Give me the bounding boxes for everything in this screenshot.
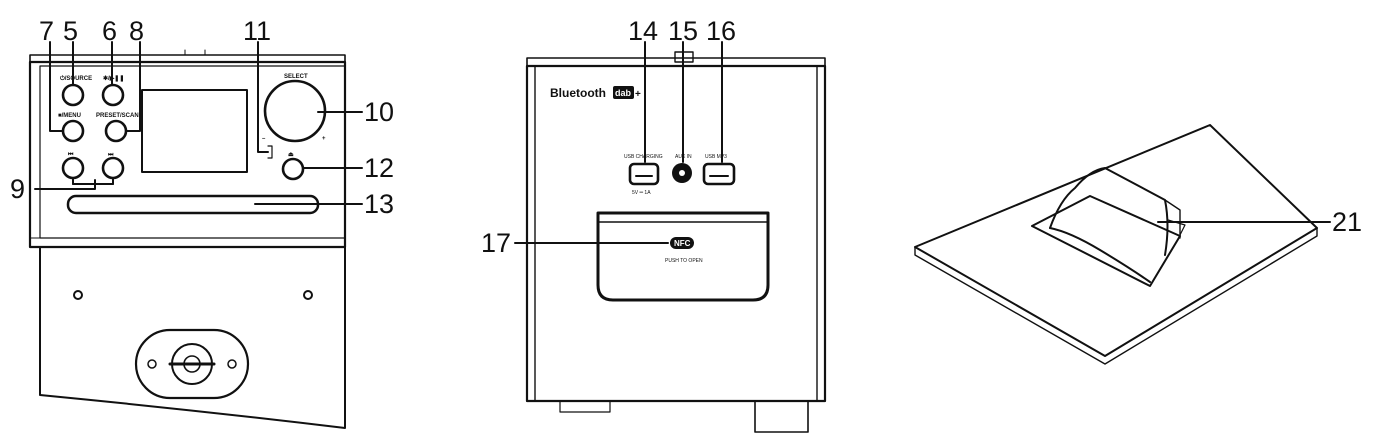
aux-in-hole xyxy=(679,170,685,176)
front-lower-body xyxy=(39,246,346,429)
prev-icon: ⏮ xyxy=(68,152,74,158)
back-foot xyxy=(754,400,809,433)
stand-plate xyxy=(914,124,1318,357)
preset-scan-label: PRESET/SCAN xyxy=(96,113,139,119)
minus-label: – xyxy=(262,136,266,142)
screw-right-icon xyxy=(303,290,313,300)
callout-8: 8 xyxy=(129,16,144,46)
next-button[interactable] xyxy=(101,156,125,180)
leader-7 xyxy=(49,41,64,132)
callout-21: 21 xyxy=(1332,207,1362,237)
select-label: SELECT xyxy=(284,74,308,80)
bt-play-label: ✱/▶❚❚ xyxy=(103,75,124,82)
callout-14: 14 xyxy=(628,16,658,46)
lcd-display xyxy=(141,89,248,173)
dock-stand-view: 21 xyxy=(914,124,1362,365)
nfc-logo: NFC xyxy=(674,239,691,248)
previous-button[interactable] xyxy=(61,156,85,180)
front-view: ⏻/SOURCE ✱/▶❚❚ ■/MENU PRESET/SCAN SELECT… xyxy=(10,16,394,429)
back-body xyxy=(525,64,827,403)
nfc-door[interactable] xyxy=(596,211,770,302)
cradle-side xyxy=(1164,199,1181,239)
callout-12: 12 xyxy=(364,153,394,183)
front-top-rim xyxy=(29,54,346,63)
dock-screw-right-icon xyxy=(227,359,237,369)
callout-13: 13 xyxy=(364,189,394,219)
cradle-back xyxy=(1049,167,1169,256)
screw-left-icon xyxy=(73,290,83,300)
plus-label: + xyxy=(322,136,326,142)
eject-button[interactable] xyxy=(281,157,305,181)
usb-rating-label: 5V ═ 1A xyxy=(632,190,651,196)
next-icon: ⏭ xyxy=(108,152,114,158)
ir-sensor-icon xyxy=(267,145,273,159)
push-to-open-label: PUSH TO OPEN xyxy=(665,258,703,264)
dab-plus-logo: + xyxy=(635,89,641,100)
back-view: Bluetooth dab + USB CHARGING AUX IN USB … xyxy=(481,16,827,433)
source-label: ⏻/SOURCE xyxy=(60,75,92,82)
stop-menu-label: ■/MENU xyxy=(58,113,81,119)
dock-screw-left-icon xyxy=(147,359,157,369)
callout-15: 15 xyxy=(668,16,698,46)
preset-scan-button[interactable] xyxy=(104,119,128,143)
source-power-button[interactable] xyxy=(61,83,85,107)
back-foot-left xyxy=(559,400,611,413)
stand-plate-edge xyxy=(914,227,1318,365)
callout-7: 7 xyxy=(39,16,54,46)
usb-mp3-port[interactable] xyxy=(702,162,736,186)
cradle-base xyxy=(1031,195,1181,287)
leader-8 xyxy=(125,41,141,132)
stop-menu-button[interactable] xyxy=(61,119,85,143)
callout-6: 6 xyxy=(102,16,117,46)
usb-charging-port[interactable] xyxy=(628,162,660,186)
cradle-front xyxy=(1049,227,1151,283)
callout-5: 5 xyxy=(63,16,78,46)
dock-plate xyxy=(134,328,250,400)
callout-11: 11 xyxy=(243,16,271,46)
usb-mp3-label: USB MP3 xyxy=(705,154,727,160)
leader-11 xyxy=(257,41,269,153)
dab-logo: dab xyxy=(615,88,632,98)
callout-9: 9 xyxy=(10,174,25,204)
callout-16: 16 xyxy=(706,16,736,46)
select-knob[interactable] xyxy=(263,79,327,143)
nfc-logo-box xyxy=(670,237,694,249)
callout-10: 10 xyxy=(364,97,394,127)
callout-17: 17 xyxy=(481,228,511,258)
eject-icon: ⏏ xyxy=(288,152,294,158)
usb-charging-label: USB CHARGING xyxy=(624,154,663,160)
bluetooth-play-button[interactable] xyxy=(101,83,125,107)
dab-logo-box xyxy=(613,86,634,99)
bluetooth-logo: Bluetooth xyxy=(550,86,606,100)
back-top-rim xyxy=(526,57,826,67)
